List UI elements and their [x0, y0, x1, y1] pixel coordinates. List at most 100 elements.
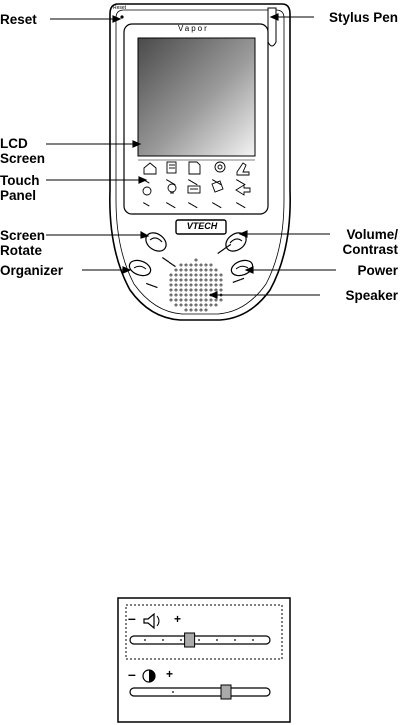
speaker-hole	[204, 303, 208, 307]
speaker-hole	[219, 278, 223, 282]
label-organizer: Organizer	[0, 263, 64, 278]
speaker-hole	[179, 278, 183, 282]
speaker-hole	[184, 273, 188, 277]
speaker-hole	[214, 273, 218, 277]
speaker-hole	[194, 283, 198, 287]
speaker-hole	[189, 303, 193, 307]
settings-panel	[117, 597, 291, 723]
contrast-slider-thumb[interactable]	[220, 684, 232, 700]
speaker-hole	[189, 263, 193, 267]
speaker-hole	[199, 308, 203, 312]
speaker-hole	[174, 283, 178, 287]
svg-text:▬▬▬: ▬▬▬	[188, 177, 200, 186]
volume-tick	[252, 639, 254, 641]
label-stylus-pen: Stylus Pen	[328, 10, 398, 25]
speaker-hole	[194, 263, 198, 267]
speaker-hole	[219, 298, 223, 302]
speaker-hole	[169, 298, 173, 302]
stylus-slot	[267, 7, 277, 47]
speaker-hole	[174, 298, 178, 302]
speaker-hole	[219, 273, 223, 277]
volume-speaker-icon	[143, 612, 155, 630]
speaker-hole	[184, 288, 188, 292]
volume-tick	[180, 639, 182, 641]
volume-tick	[162, 639, 164, 641]
speaker-hole	[204, 283, 208, 287]
svg-text:▬▬: ▬▬	[143, 200, 151, 207]
cards-icon	[211, 180, 224, 193]
speaker-hole	[189, 273, 193, 277]
reset-hole	[120, 15, 124, 19]
speaker-hole	[209, 303, 213, 307]
contrast-minus: –	[128, 666, 136, 682]
gear-icon	[214, 161, 226, 173]
speaker-hole	[199, 278, 203, 282]
speaker-hole	[184, 293, 188, 297]
svg-text:▬▬▬: ▬▬▬	[166, 200, 178, 209]
speaker-hole	[214, 303, 218, 307]
volume-tick	[144, 639, 146, 641]
speaker-hole	[179, 263, 183, 267]
volume-plus: +	[174, 612, 182, 626]
speaker-hole	[199, 263, 203, 267]
speaker-hole	[214, 298, 218, 302]
contrast-slider-track	[129, 687, 271, 697]
speaker-hole	[174, 278, 178, 282]
speaker-hole	[184, 268, 188, 272]
speaker-hole	[199, 298, 203, 302]
speaker-hole	[189, 293, 193, 297]
speaker-hole	[209, 298, 213, 302]
arrow-back-icon	[235, 184, 251, 196]
volume-tick	[216, 639, 218, 641]
volume-slider-track	[129, 635, 271, 645]
speaker-hole	[189, 298, 193, 302]
speaker-hole	[189, 268, 193, 272]
speaker-hole	[179, 303, 183, 307]
speaker-hole	[174, 273, 178, 277]
device-logo: VTECH	[186, 221, 218, 231]
speaker-hole	[179, 288, 183, 292]
speaker-hole	[174, 288, 178, 292]
speaker-hole	[204, 298, 208, 302]
speaker-hole	[194, 293, 198, 297]
svg-text:▬▬▬: ▬▬▬	[146, 280, 159, 289]
svg-text:▬▬▬: ▬▬▬	[236, 200, 248, 209]
speaker-hole	[209, 288, 213, 292]
notebook-icon	[166, 161, 177, 174]
speaker-hole	[209, 278, 213, 282]
speaker-hole	[209, 263, 213, 267]
svg-text:▬▬▬: ▬▬▬	[232, 275, 245, 284]
svg-text:▬▬▬: ▬▬▬	[236, 177, 248, 186]
speaker-hole	[209, 273, 213, 277]
speaker-hole	[184, 303, 188, 307]
svg-text:▬▬▬: ▬▬▬	[212, 200, 224, 209]
pen-icon	[142, 186, 152, 196]
logo-badge	[175, 219, 227, 235]
keyboard-icon	[187, 185, 201, 194]
speaker-hole	[204, 308, 208, 312]
speaker-hole	[204, 263, 208, 267]
speaker-hole	[179, 298, 183, 302]
volume-minus: –	[128, 610, 136, 626]
speaker-hole	[194, 288, 198, 292]
volume-tick	[198, 639, 200, 641]
callout-lines	[46, 13, 336, 299]
speaker-hole	[209, 268, 213, 272]
speaker-hole	[199, 288, 203, 292]
svg-text:▬▬: ▬▬	[143, 177, 151, 184]
speaker-hole	[214, 278, 218, 282]
speaker-hole	[204, 278, 208, 282]
organizer-button	[128, 259, 152, 277]
speaker-hole	[184, 278, 188, 282]
reset-mark: Reset	[113, 5, 127, 11]
power-button	[230, 259, 254, 277]
speaker-hole	[179, 283, 183, 287]
speaker-hole	[169, 273, 173, 277]
volume-slider-thumb[interactable]	[184, 632, 196, 648]
speaker-hole	[189, 288, 193, 292]
speaker-hole	[169, 293, 173, 297]
